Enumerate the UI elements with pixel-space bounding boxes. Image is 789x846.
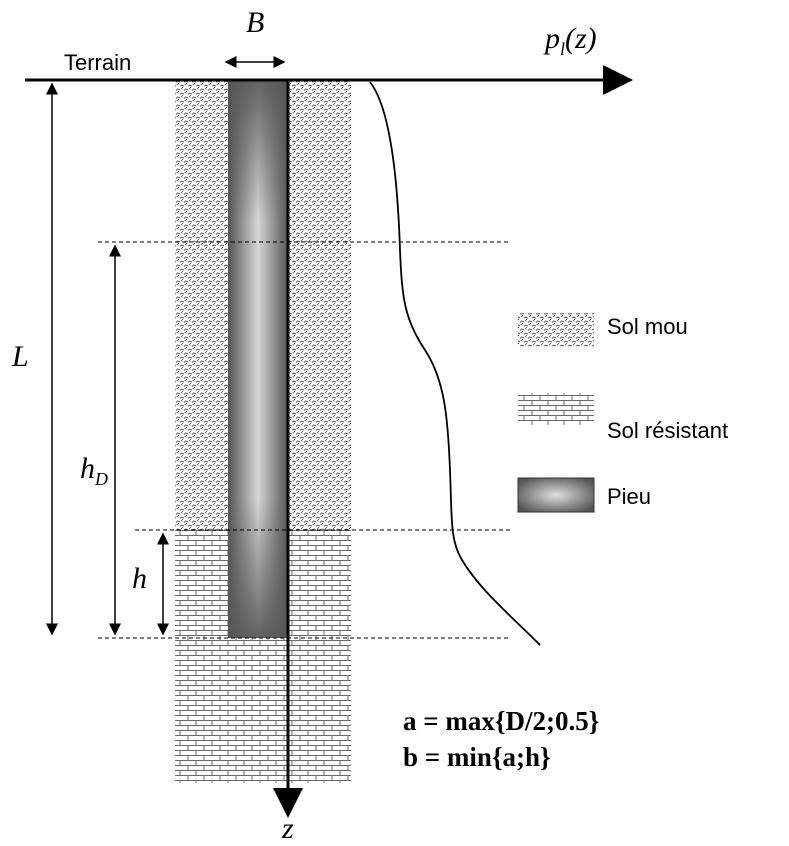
hD-symbol: h — [80, 452, 95, 485]
hD-subscript: D — [95, 469, 108, 489]
height-h-label: h — [132, 562, 147, 595]
formula-b: b = min{a;h} — [403, 742, 551, 772]
pl-curve — [369, 81, 541, 646]
formula-a: a = max{D/2;0.5} — [403, 706, 600, 736]
height-hD-label: hD — [80, 452, 108, 490]
soft-soil-pattern-icon — [518, 313, 594, 347]
pl-subscript: l — [560, 39, 566, 59]
resistant-soil-pattern-icon — [518, 393, 594, 425]
pile — [228, 80, 288, 638]
pl-argument: (z) — [565, 22, 597, 55]
z-axis-label: z — [282, 812, 294, 845]
length-L-label: L — [12, 340, 29, 373]
pl-symbol: p — [545, 22, 560, 55]
legend-label-soft-soil: Sol mou — [607, 314, 688, 339]
terrain-label: Terrain — [64, 50, 132, 75]
pile-gradient-icon — [517, 477, 595, 513]
legend-label-resistant-soil: Sol résistant — [607, 418, 729, 443]
width-B-label: B — [246, 6, 265, 39]
legend-label-pile: Pieu — [607, 484, 652, 509]
pl-axis-label: pl(z) — [545, 22, 597, 60]
